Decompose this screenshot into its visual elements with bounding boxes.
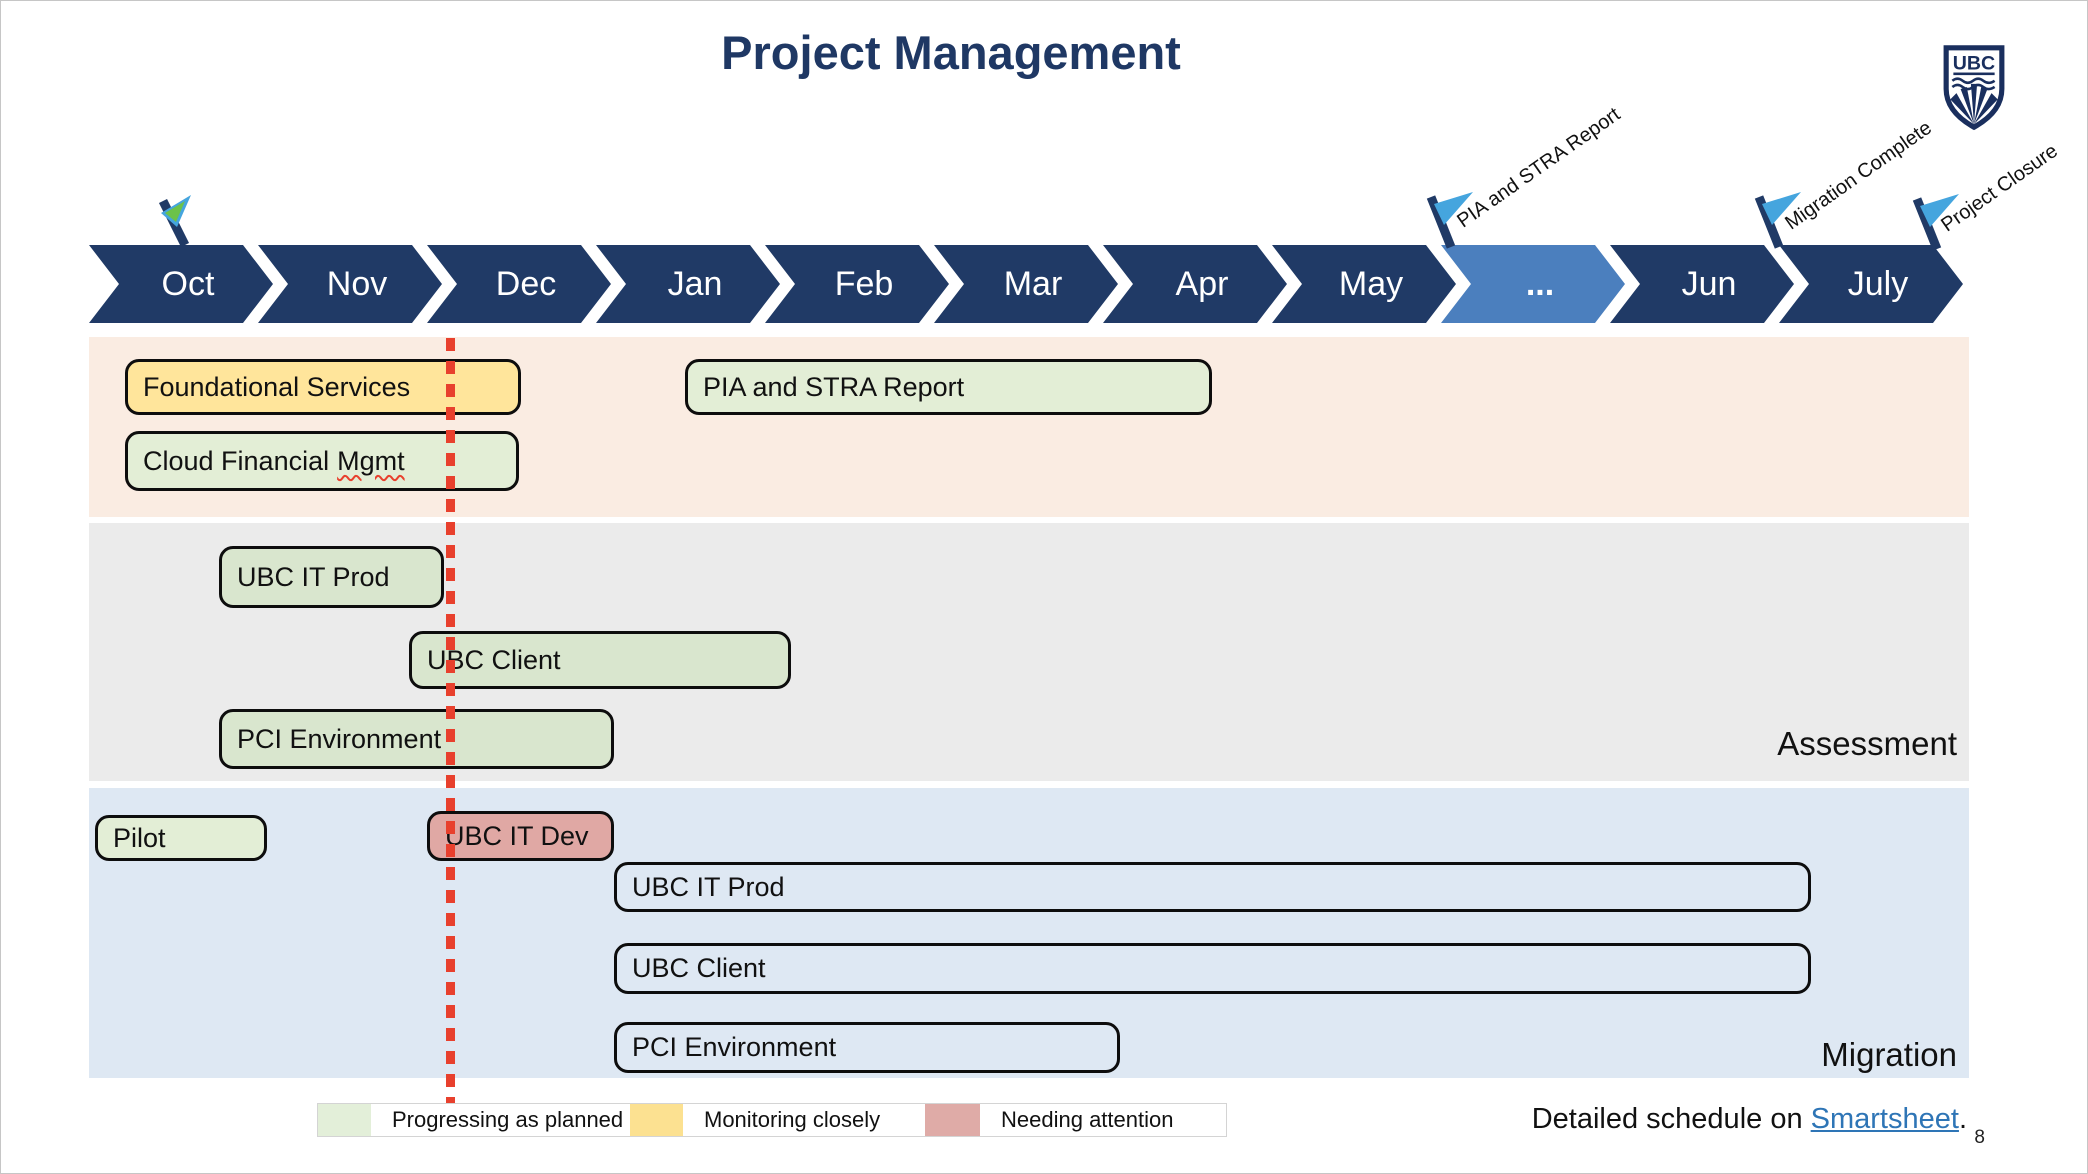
- smartsheet-link[interactable]: Smartsheet: [1810, 1103, 1959, 1135]
- ubc-logo-text: UBC: [1953, 52, 1995, 74]
- page-title: Project Management: [721, 26, 1181, 79]
- legend-swatch-progressing: [318, 1104, 371, 1136]
- footer-text: Detailed schedule on: [1531, 1103, 1811, 1135]
- legend: Progressing as planned Monitoring closel…: [317, 1103, 1227, 1137]
- gantt-bar-migration-pci-environment: PCI Environment: [614, 1022, 1120, 1073]
- current-date-marker-line: [446, 338, 455, 1106]
- legend-swatch-needing-attention: [925, 1104, 980, 1136]
- legend-label-progressing: Progressing as planned: [392, 1107, 624, 1132]
- pia-stra-milestone-flag-icon: [1421, 187, 1477, 258]
- pia-stra-milestone-label: PIA and STRA Report: [1453, 103, 1625, 233]
- gantt-bar-foundational-services: Foundational Services: [125, 359, 521, 415]
- timeline-month-july: July: [1779, 245, 1963, 323]
- legend-swatch-monitoring: [630, 1104, 683, 1136]
- timeline-month-jan: Jan: [596, 245, 780, 323]
- cloud-financial-mgmt-text: Mgmt: [337, 445, 405, 476]
- footer-note: Detailed schedule on Smartsheet.: [1532, 1103, 1967, 1136]
- timeline-month-feb: Feb: [765, 245, 949, 323]
- gantt-bar-ubc-it-dev: UBC IT Dev: [427, 811, 614, 861]
- lane-label-assessment: Assessment: [1777, 725, 1957, 762]
- timeline-month-jun: Jun: [1610, 245, 1794, 323]
- legend-label-monitoring: Monitoring closely: [704, 1107, 881, 1132]
- gantt-bar-migration-ubc-it-prod: UBC IT Prod: [614, 862, 1811, 912]
- legend-label-needing-attention: Needing attention: [1001, 1107, 1174, 1132]
- project-start-flag-icon: [151, 189, 207, 256]
- timeline-month-oct: Oct: [89, 245, 273, 323]
- timeline-month-apr: Apr: [1103, 245, 1287, 323]
- footer-period: .: [1958, 1103, 1967, 1135]
- gantt-bar-assessment-ubc-it-prod: UBC IT Prod: [219, 546, 444, 608]
- lane-migration: [89, 788, 1969, 1078]
- migration-complete-flag-icon: [1749, 187, 1805, 258]
- timeline-month-ellipsis: ...: [1441, 245, 1625, 323]
- gantt-bar-migration-ubc-client: UBC Client: [614, 943, 1811, 994]
- gantt-bar-assessment-pci-environment: PCI Environment: [219, 709, 614, 769]
- timeline-month-may: May: [1272, 245, 1456, 323]
- gantt-bar-cloud-financial-mgmt: Cloud Financial Mgmt: [125, 431, 519, 491]
- ubc-logo-icon: UBC: [1941, 43, 2007, 138]
- timeline-month-mar: Mar: [934, 245, 1118, 323]
- cloud-financial-text: Cloud Financial: [143, 445, 330, 476]
- gantt-bar-assessment-ubc-client: UBC Client: [409, 631, 791, 689]
- lane-label-migration: Migration: [1821, 1036, 1957, 1073]
- timeline-month-nov: Nov: [258, 245, 442, 323]
- gantt-bar-pilot: Pilot: [95, 815, 267, 861]
- gantt-bar-pia-stra-report: PIA and STRA Report: [685, 359, 1212, 415]
- timeline-month-dec: Dec: [427, 245, 611, 323]
- page-number: 8: [1974, 1127, 1985, 1148]
- project-closure-flag-icon: [1907, 189, 1963, 260]
